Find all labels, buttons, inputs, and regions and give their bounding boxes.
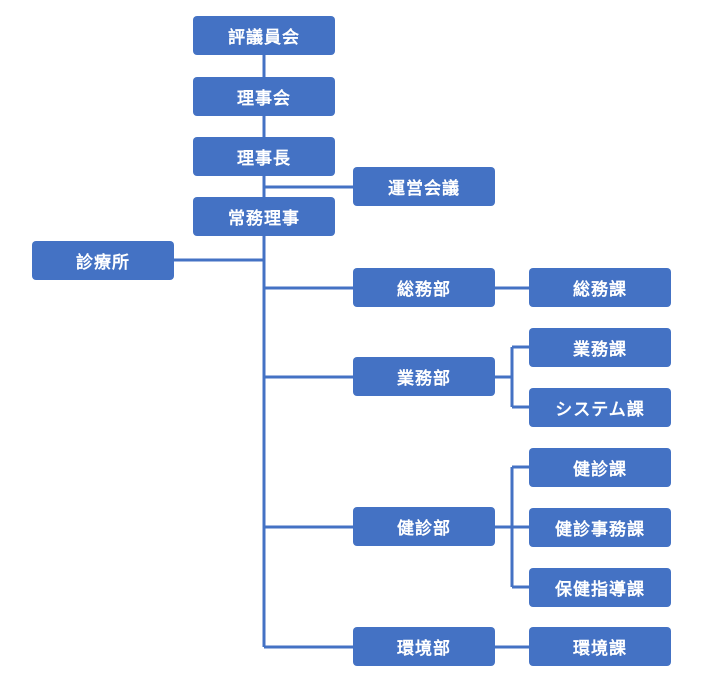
node-gyomuka: 業務課 [529,328,671,367]
node-unei-kaigi: 運営会議 [353,167,495,206]
node-rijikai: 理事会 [193,77,335,116]
node-gyomubu: 業務部 [353,357,495,396]
node-rijicho: 理事長 [193,137,335,176]
node-kankyoka: 環境課 [529,627,671,666]
node-shinryojo: 診療所 [32,241,174,280]
node-kenshinka: 健診課 [529,448,671,487]
node-kenshinbu: 健診部 [353,507,495,546]
node-hoken-shidoka: 保健指導課 [529,568,671,607]
node-somubu: 総務部 [353,268,495,307]
node-hyogiinkai: 評議員会 [193,16,335,55]
node-kenshin-jimuka: 健診事務課 [529,508,671,547]
node-jomu-riji: 常務理事 [193,197,335,236]
node-kankyobu: 環境部 [353,627,495,666]
node-somuka: 総務課 [529,268,671,307]
node-system-ka: システム課 [529,388,671,427]
